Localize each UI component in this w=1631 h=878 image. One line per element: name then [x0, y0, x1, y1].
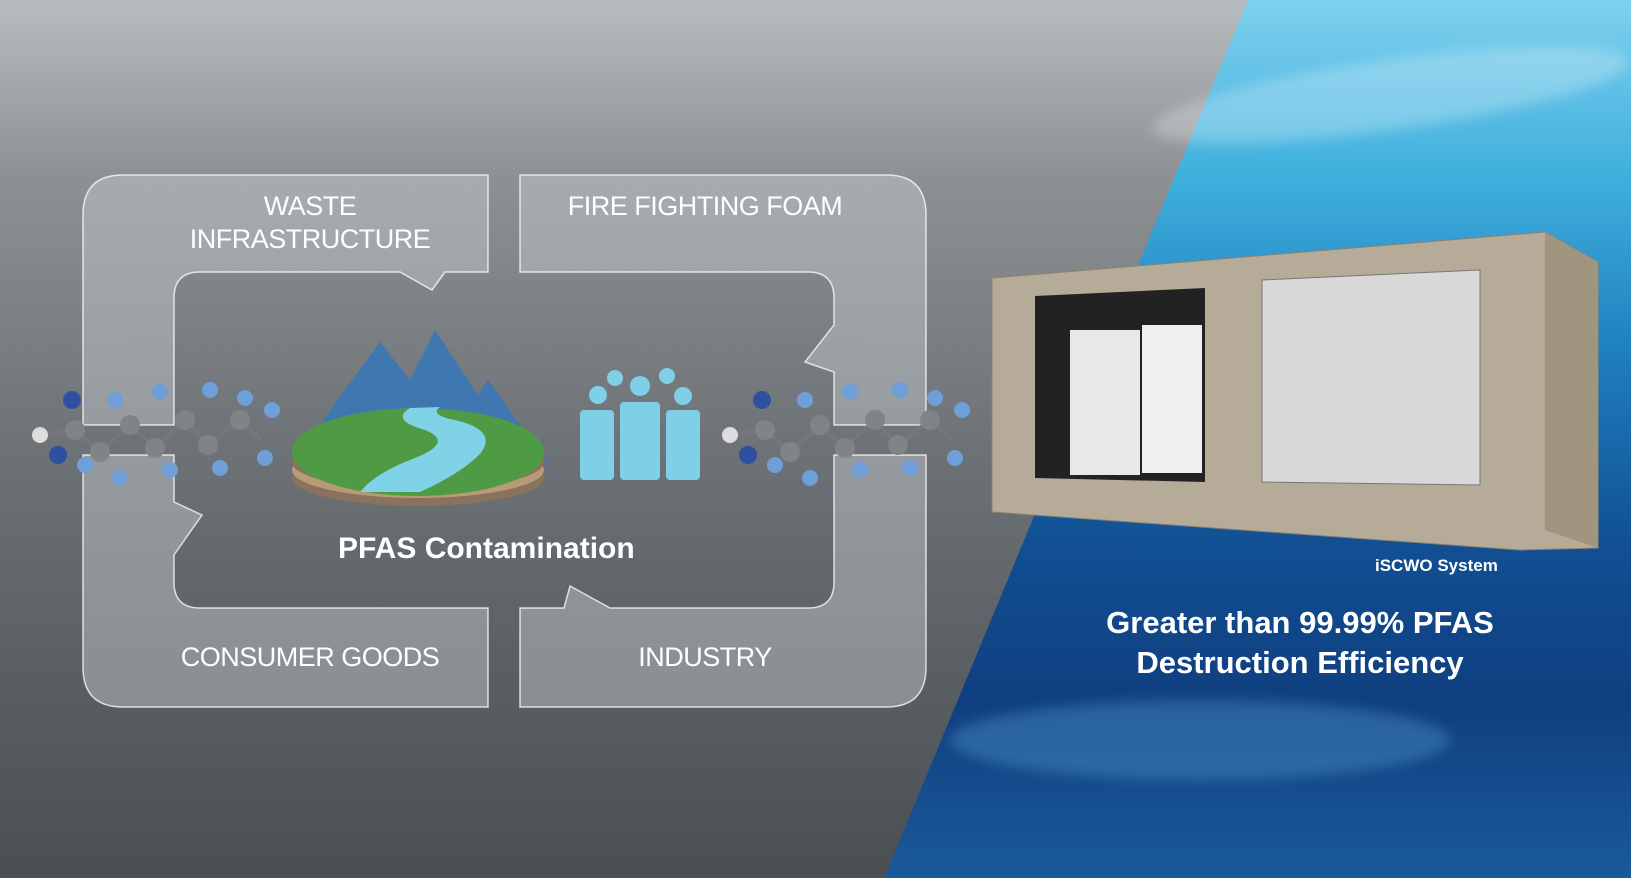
headline-line-2: Destruction Efficiency: [1136, 645, 1464, 680]
quadrant-bottom-left: [82, 454, 489, 708]
molecule-icon: [722, 382, 970, 486]
label-waste-infrastructure: WASTE INFRASTRUCTURE: [189, 191, 431, 254]
iscwo-system-caption: iSCWO System: [1375, 556, 1498, 575]
quadrant-bottom-right: [519, 454, 927, 708]
quadrant-top-right: [519, 174, 927, 426]
destruction-efficiency-headline: Greater than 99.99% PFAS Destruction Eff…: [1060, 603, 1540, 683]
molecule-icon: [32, 382, 280, 486]
pfas-contamination-title: PFAS Contamination: [338, 532, 635, 565]
quadrant-top-left: [82, 174, 489, 426]
iscwo-container-image: [991, 231, 1599, 551]
label-consumer-goods: CONSUMER GOODS: [180, 642, 440, 672]
headline-line-1: Greater than 99.99% PFAS: [1106, 605, 1494, 640]
mountain-river-icon: [292, 330, 548, 506]
people-icon: [580, 368, 700, 480]
label-industry: INDUSTRY: [638, 642, 772, 672]
wave-highlight: [950, 700, 1450, 780]
label-fire-fighting-foam: FIRE FIGHTING FOAM: [567, 191, 843, 221]
